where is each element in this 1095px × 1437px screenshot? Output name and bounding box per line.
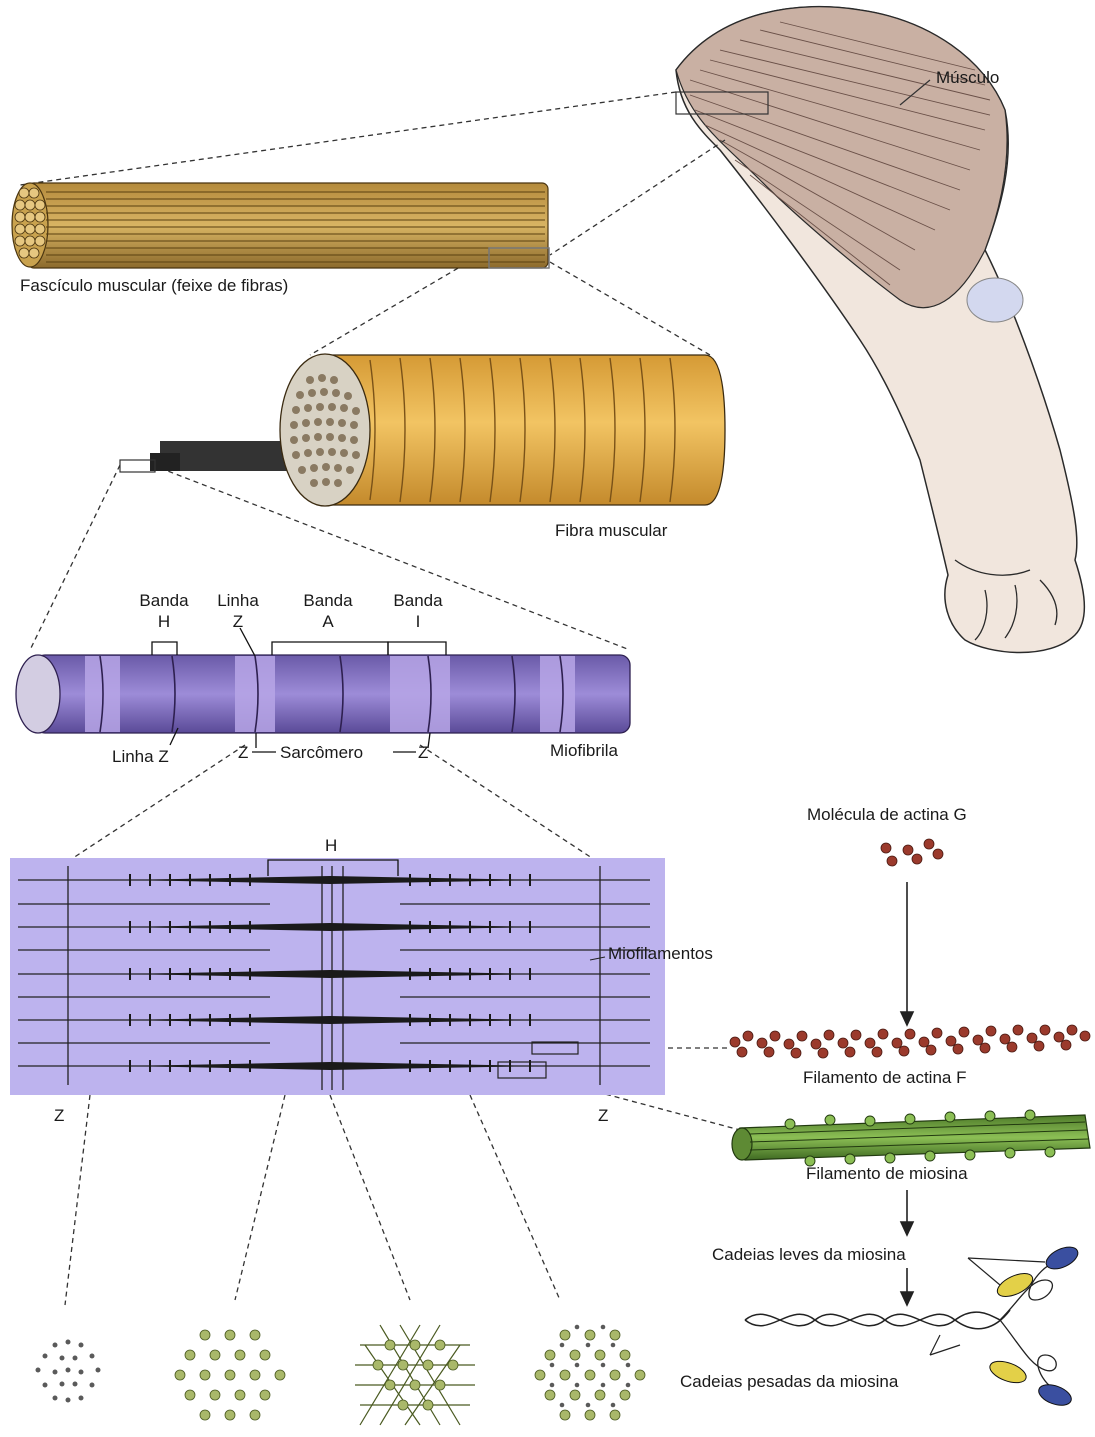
label-z-left: Z: [238, 743, 248, 763]
label-linha-z-line1: Linha: [204, 591, 272, 611]
label-miofibrila: Miofibrila: [550, 741, 618, 761]
cross-section-h-zone: [175, 1330, 285, 1420]
label-banda-h-line2: H: [128, 612, 200, 632]
label-z-panel-right: Z: [598, 1106, 608, 1126]
label-cadeias-pesadas: Cadeias pesadas da miosina: [680, 1372, 898, 1392]
label-sarcomero: Sarcômero: [280, 743, 363, 763]
label-banda-a-line1: Banda: [292, 591, 364, 611]
myosin-filament: [732, 1110, 1090, 1166]
muscle-fiber: [120, 354, 725, 506]
label-miofilamentos: Miofilamentos: [608, 944, 713, 964]
f-actin-filament: [730, 1025, 1090, 1058]
label-musculo: Músculo: [936, 68, 999, 88]
label-banda-h-line1: Banda: [128, 591, 200, 611]
arm-illustration: [676, 7, 1084, 653]
sarcomere-panel: [10, 858, 665, 1095]
label-h-zone: H: [325, 836, 337, 856]
label-filamento-actina: Filamento de actina F: [803, 1068, 966, 1088]
label-fibra: Fibra muscular: [555, 521, 667, 541]
cross-section-a-band: [535, 1325, 645, 1420]
label-linha-z-line2: Z: [204, 612, 272, 632]
label-linha-z-bottom: Linha Z: [112, 747, 169, 767]
g-actin-molecules: [881, 839, 943, 866]
label-banda-i-line1: Banda: [382, 591, 454, 611]
myofibril: [16, 628, 630, 752]
label-filamento-miosina: Filamento de miosina: [806, 1164, 968, 1184]
label-z-right: Z: [418, 743, 428, 763]
label-cadeias-leves: Cadeias leves da miosina: [712, 1245, 906, 1265]
label-molecula-actina: Molécula de actina G: [807, 805, 967, 825]
arrows: [901, 882, 913, 1305]
label-banda-a-line2: A: [292, 612, 364, 632]
label-banda-i-line2: I: [382, 612, 454, 632]
cross-section-i-band: [36, 1340, 101, 1403]
cross-section-m-line: [355, 1325, 475, 1425]
label-fasciculo: Fascículo muscular (feixe de fibras): [20, 276, 288, 296]
label-z-panel-left: Z: [54, 1106, 64, 1126]
muscle-fascicle: [12, 183, 549, 268]
